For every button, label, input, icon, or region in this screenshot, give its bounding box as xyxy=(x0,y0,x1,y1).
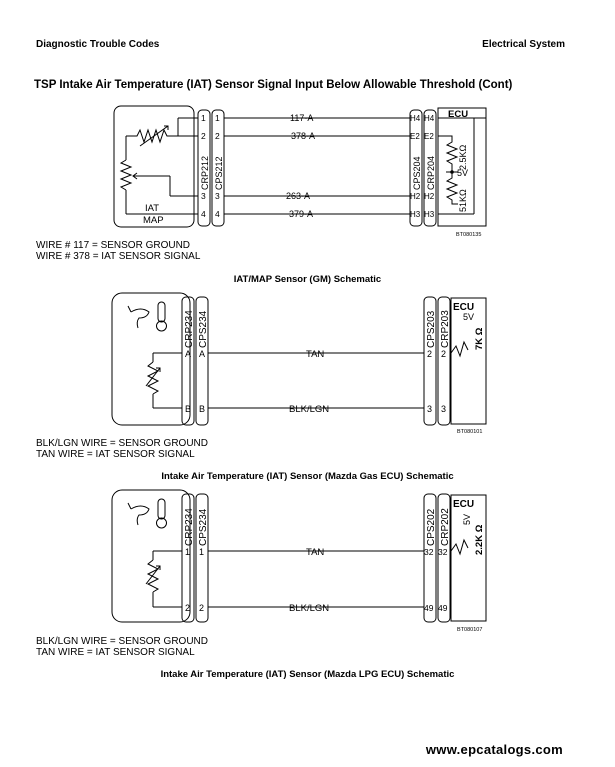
header-section-title: Diagnostic Trouble Codes xyxy=(36,39,160,50)
ecu-label: ECU xyxy=(453,499,474,510)
connector-crp234: CRP234 xyxy=(184,508,195,546)
connector-cps202: CPS202 xyxy=(426,508,437,546)
left-pin-1b: 1 xyxy=(215,113,220,123)
right-pin-e2b: E2 xyxy=(424,132,434,141)
left-pin-a: A xyxy=(185,349,191,359)
wire-blk-lgn: BLK/LGN xyxy=(289,404,329,415)
caption-gm-schematic: IAT/MAP Sensor (GM) Schematic xyxy=(233,274,382,285)
voltage-5v: 5V xyxy=(457,168,468,178)
header-manual-section: Electrical System xyxy=(482,39,565,50)
watermark-link[interactable]: www.epcatalogs.com xyxy=(425,742,563,757)
right-pin-49b: 49 xyxy=(438,603,448,613)
right-pin-h3b: H3 xyxy=(424,210,435,219)
left-pin-1b: 1 xyxy=(199,547,204,557)
connector-crp212: CRP212 xyxy=(200,156,210,190)
resistor-2-5k: 2.5KΩ xyxy=(458,144,468,170)
wire-378a: 378-A xyxy=(291,131,315,141)
wire-tan: TAN xyxy=(306,547,324,558)
note-blk-lgn: BLK/LGN WIRE = SENSOR GROUND xyxy=(36,636,208,647)
right-pin-h2: H2 xyxy=(410,192,421,201)
caption-mazda-lpg: Intake Air Temperature (IAT) Sensor (Maz… xyxy=(160,669,455,680)
left-pin-2: 2 xyxy=(185,603,190,613)
sensor-label-map: MAP xyxy=(143,215,164,226)
wire-263a: 263-A xyxy=(286,191,310,201)
connector-cps234: CPS234 xyxy=(198,310,209,348)
ecu-label: ECU xyxy=(448,109,468,120)
connector-cps203: CPS203 xyxy=(426,310,437,348)
note-blk-lgn: BLK/LGN WIRE = SENSOR GROUND xyxy=(36,438,208,449)
right-pin-49: 49 xyxy=(424,603,434,613)
note-tan: TAN WIRE = IAT SENSOR SIGNAL xyxy=(36,647,195,658)
right-pin-32b: 32 xyxy=(438,547,448,557)
connector-crp202: CRP202 xyxy=(440,508,451,546)
resistor-51k: 51KΩ xyxy=(458,189,468,212)
right-pin-e2: E2 xyxy=(410,132,420,141)
note-tan: TAN WIRE = IAT SENSOR SIGNAL xyxy=(36,449,195,460)
right-pin-3b: 3 xyxy=(441,404,446,414)
right-pin-h4: H4 xyxy=(410,114,421,123)
page-title: TSP Intake Air Temperature (IAT) Sensor … xyxy=(34,79,513,91)
connector-crp204: CRP204 xyxy=(426,156,436,190)
left-pin-2b: 2 xyxy=(199,603,204,613)
left-pin-3b: 3 xyxy=(215,191,220,201)
figure-code: BT080101 xyxy=(457,429,482,435)
connector-cps204: CPS204 xyxy=(412,156,422,190)
connector-crp234: CRP234 xyxy=(184,310,195,348)
right-pin-h3: H3 xyxy=(410,210,421,219)
left-pin-1: 1 xyxy=(185,547,190,557)
ecu-label: ECU xyxy=(453,302,474,313)
note-wire-378: WIRE # 378 = IAT SENSOR SIGNAL xyxy=(36,251,201,262)
wire-blk-lgn: BLK/LGN xyxy=(289,603,329,614)
voltage-5v: 5V xyxy=(462,514,472,525)
note-wire-117: WIRE # 117 = SENSOR GROUND xyxy=(36,240,191,251)
right-pin-3: 3 xyxy=(427,404,432,414)
connector-cps212: CPS212 xyxy=(214,156,224,190)
right-pin-32: 32 xyxy=(424,547,434,557)
sensor-label-iat: IAT xyxy=(145,203,159,214)
wire-117a: 117-A xyxy=(290,113,313,123)
left-pin-a2: A xyxy=(199,349,205,359)
left-pin-1: 1 xyxy=(201,113,206,123)
right-pin-h2b: H2 xyxy=(424,192,435,201)
right-pin-h4b: H4 xyxy=(424,114,435,123)
wire-379a: 379-A xyxy=(289,209,313,219)
left-pin-b: B xyxy=(185,404,191,414)
wire-tan: TAN xyxy=(306,349,324,360)
left-pin-2: 2 xyxy=(201,131,206,141)
resistor-2-2k: 2.2K Ω xyxy=(474,524,485,555)
left-pin-2b: 2 xyxy=(215,131,220,141)
resistor-7k: 7K Ω xyxy=(474,327,485,350)
connector-crp203: CRP203 xyxy=(440,310,451,348)
left-pin-4b: 4 xyxy=(215,209,220,219)
left-pin-3: 3 xyxy=(201,191,206,201)
right-pin-2b: 2 xyxy=(441,349,446,359)
figure-code: BT080107 xyxy=(457,627,482,633)
voltage-5v: 5V xyxy=(463,312,474,322)
figure-code: BT080135 xyxy=(456,232,481,238)
caption-mazda-gas: Intake Air Temperature (IAT) Sensor (Maz… xyxy=(161,471,454,482)
left-pin-4: 4 xyxy=(201,209,206,219)
right-pin-2: 2 xyxy=(427,349,432,359)
left-pin-b2: B xyxy=(199,404,205,414)
connector-cps234: CPS234 xyxy=(198,508,209,546)
